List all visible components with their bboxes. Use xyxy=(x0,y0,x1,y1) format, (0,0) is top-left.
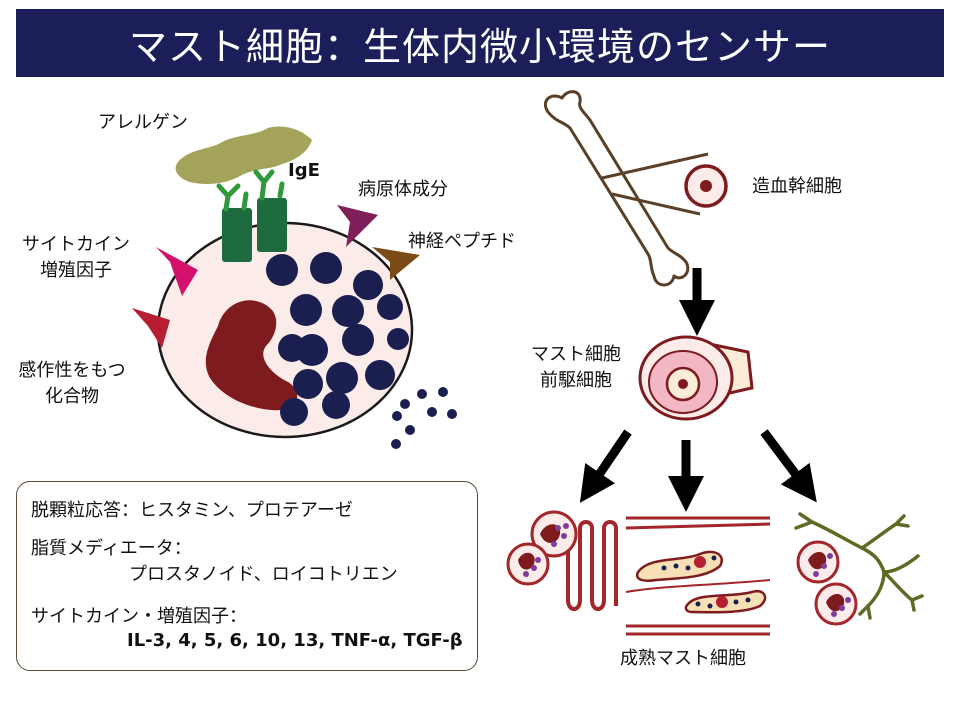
label-precursor-line1: マスト細胞 xyxy=(531,344,621,365)
mature-nerve-cell xyxy=(794,512,924,626)
label-stem-cell: 造血幹細胞 xyxy=(752,176,842,197)
label-mature: 成熟マスト細胞 xyxy=(620,648,746,669)
neuropeptide-arrowhead xyxy=(372,247,420,280)
label-neuropeptide: 神経ペプチド xyxy=(408,231,516,252)
mediator-box: 脱顆粒応答：ヒスタミン、プロテアーゼ 脂質メディエータ： プロスタノイド、ロイコ… xyxy=(16,481,478,671)
stem-cell-nucleus xyxy=(700,180,712,192)
label-precursor: マスト細胞 前駆細胞 xyxy=(520,342,632,394)
bone-shape xyxy=(543,90,690,287)
box-line-degranulation: 脱顆粒応答：ヒスタミン、プロテアーゼ xyxy=(31,500,353,521)
label-cytokine-line2: 増殖因子 xyxy=(40,260,112,281)
arrow-to-gut xyxy=(579,429,632,503)
box-line-prostanoid: プロスタノイド、ロイコトリエン xyxy=(129,564,398,585)
released-granules xyxy=(391,387,457,449)
box-line-cytokine: サイトカイン・増殖因子： xyxy=(31,606,247,627)
box-line-interleukins: IL-3, 4, 5, 6, 10, 13, TNF-α, TGF-β xyxy=(127,630,463,651)
ige-receptors xyxy=(216,169,287,262)
cytokine-arrowhead xyxy=(156,247,198,296)
arrow-to-nerve xyxy=(760,429,817,503)
label-allergen: アレルゲン xyxy=(98,112,188,133)
label-ige: IgE xyxy=(288,160,320,181)
precursor-vessel xyxy=(638,335,754,421)
mature-mucosal-cell xyxy=(506,510,618,611)
allergen-shape xyxy=(175,126,312,184)
sensitizer-arrowhead xyxy=(132,308,170,348)
label-cytokine-line1: サイトカイン xyxy=(22,234,130,255)
box-line-lipid: 脂質メディエータ： xyxy=(31,538,192,559)
title-banner: マスト細胞：生体内微小環境のセンサー xyxy=(16,9,944,77)
label-sensitizer: 感作性をもつ 化合物 xyxy=(10,358,134,410)
label-pathogen: 病原体成分 xyxy=(358,179,448,200)
label-sensitizer-line2: 化合物 xyxy=(45,386,99,407)
page-title: マスト細胞：生体内微小環境のセンサー xyxy=(128,24,831,69)
granules xyxy=(266,252,409,426)
label-cytokine: サイトカイン 増殖因子 xyxy=(16,232,136,284)
pathogen-arrowhead xyxy=(337,205,378,247)
nucleus xyxy=(205,300,298,411)
label-precursor-line2: 前駆細胞 xyxy=(540,370,612,391)
label-sensitizer-line1: 感作性をもつ xyxy=(18,360,126,381)
mature-connective-cell xyxy=(624,514,772,636)
vessel-lines xyxy=(601,152,709,216)
